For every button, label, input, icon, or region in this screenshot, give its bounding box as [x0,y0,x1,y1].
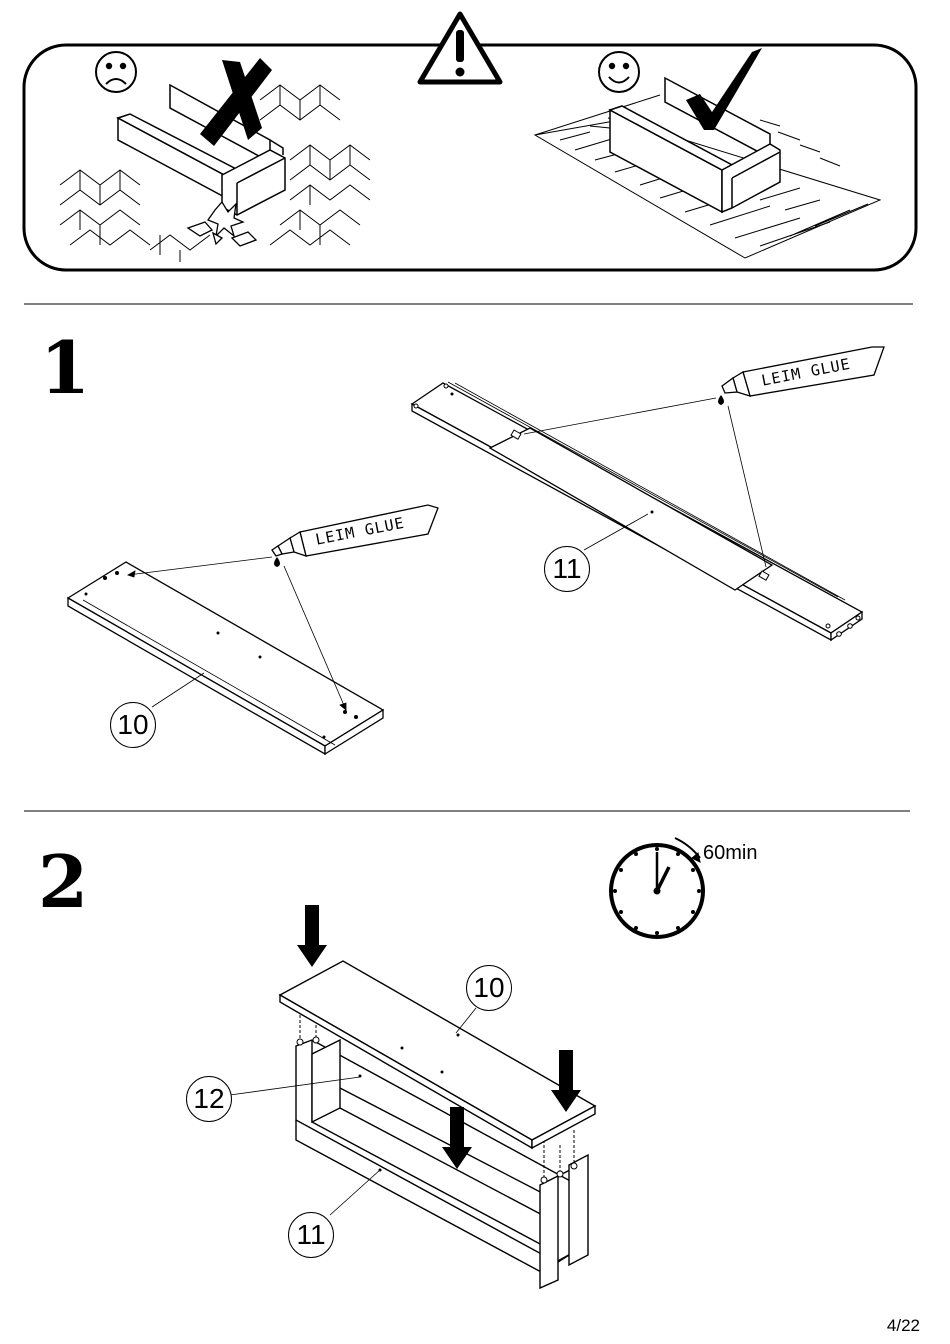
timer-label: 60min [703,842,757,865]
callout-part-11-step2: 11 [288,1212,334,1258]
glue-drop-a [274,557,280,567]
warning-triangle-icon [420,14,500,82]
panel-11 [412,382,862,640]
step-number-2: 2 [38,846,88,918]
callout-part-11: 11 [544,546,590,592]
glue-drop-b [718,395,724,405]
step-number-1: 1 [40,332,90,404]
smiley-face-icon [599,52,639,92]
callout-part-12: 12 [186,1076,232,1122]
page-number: 4/22 [887,1316,920,1336]
dropped-shelf-frame [118,85,285,215]
callout-part-10-step2: 10 [466,965,512,1011]
clock-icon [611,838,703,937]
sad-face-icon [96,52,136,92]
callout-part-10: 10 [110,702,156,748]
